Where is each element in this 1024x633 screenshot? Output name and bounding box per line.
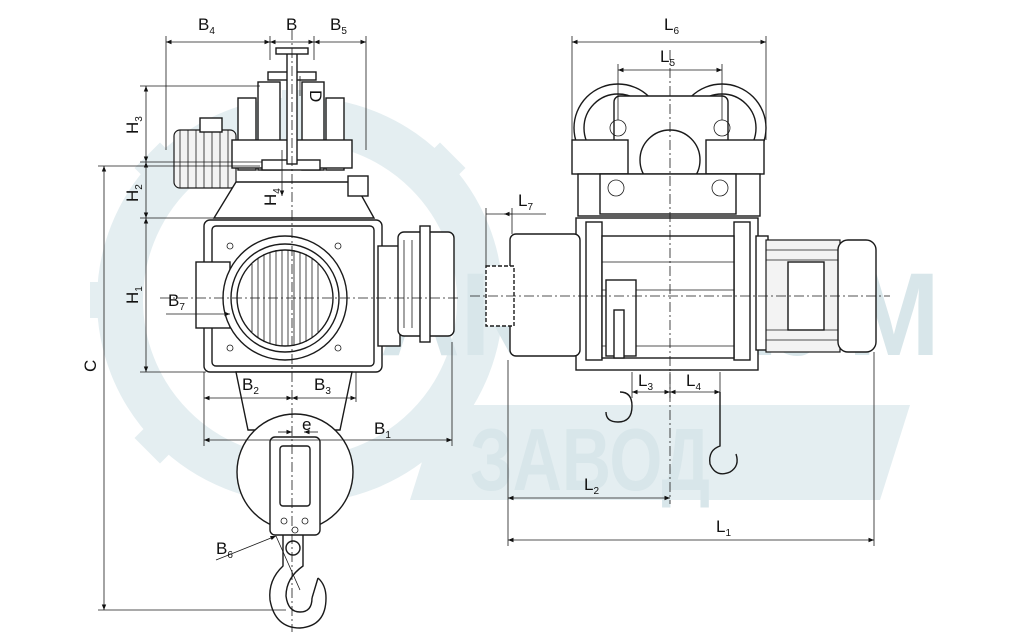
dim-l4-label: L4 [686,371,701,393]
dim-b3-label: B3 [314,375,331,397]
front-hook-right [709,392,738,475]
front-view: L6 L5 L7 L3 L4 L2 L1 [470,15,890,546]
dim-b2-label: B2 [242,375,259,397]
dim-b7-label: B7 [168,291,185,313]
dim-b5-label: B5 [330,15,347,37]
trolley-motor [173,117,237,189]
dim-h2-label: H2 [123,184,145,202]
watermark-banner [410,405,910,500]
hoist-motor-end [377,225,455,347]
dim-b4-label: B4 [198,15,215,37]
dim-l3-label: L3 [638,371,653,393]
dim-l1-label: L1 [716,517,731,539]
dim-d-label: D [306,90,325,102]
dim-b6-label: B6 [216,539,233,561]
dim-b-label: B [286,15,297,34]
hook-block [235,371,354,629]
dim-h1-label: H1 [123,286,145,304]
dim-h3-label: H3 [123,116,145,134]
upper-frame [212,181,376,219]
dim-l2-label: L2 [584,475,599,497]
frame-bracket [347,175,369,197]
side-view: B4 B B5 D H3 H2 H4 H1 B7 C B2 B3 e B1 B6 [81,15,460,632]
front-hoist-body [485,217,759,371]
dim-e-label: e [302,415,311,434]
trolley-wheels [231,81,353,171]
front-dimension-lines [485,36,875,546]
dim-l6-label: L6 [664,15,679,37]
dim-l7-label: L7 [518,191,533,213]
front-trolley [571,83,767,217]
dim-b1-label: B1 [374,419,391,441]
front-hook-left [605,391,633,423]
dim-c-label: C [81,360,100,372]
front-motor [755,235,877,353]
hoist-housing [195,219,383,373]
side-dimension-lines [98,36,453,611]
dim-l5-label: L5 [660,47,675,69]
watermark-text-line2: ЗАВОД [470,410,710,509]
dim-h4-label: H4 [261,188,283,206]
